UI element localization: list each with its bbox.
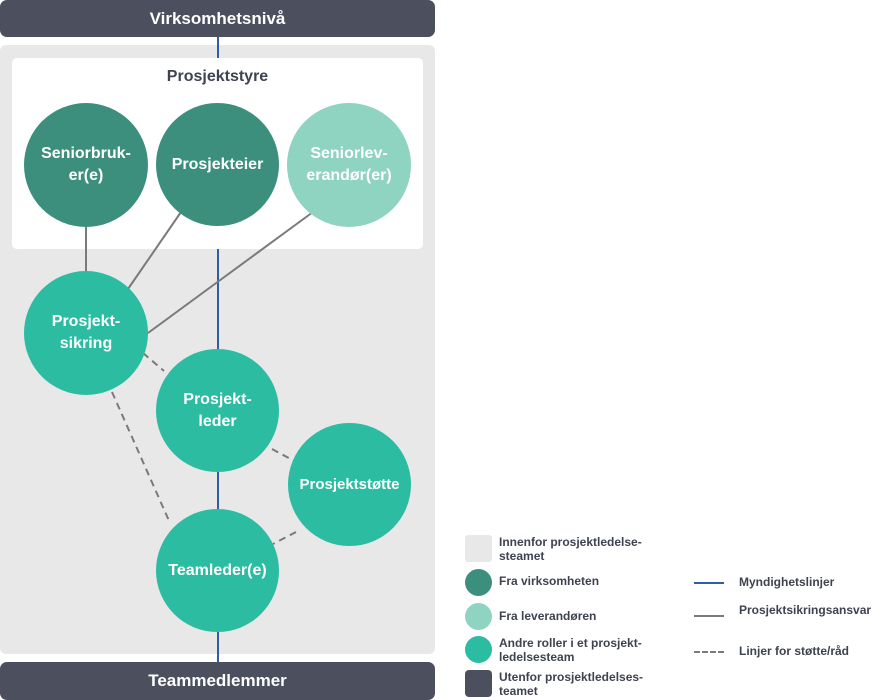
role-prosjektleder: Prosjekt- leder [156,349,279,472]
legend-item-innenfor: Innenfor prosjektledelse- steamet [465,535,642,563]
legend-label-innenfor: Innenfor prosjektledelse- steamet [499,535,642,563]
role-prosjekteier: Prosjekteier [156,103,279,226]
role-teamleder: Teamleder(e) [156,509,279,632]
support-line-sikring-to-leder [142,352,165,372]
legend-label-utenfor: Utenfor prosjektledelses- teamet [499,670,644,698]
legend-label-andre-roller: Andre roller i et prosjekt- ledelsesteam [499,636,642,664]
legend-swatch-leverandoren [465,603,492,630]
legend-line-stotte [694,651,724,653]
legend-line-myndighet [694,582,724,584]
legend-label-stotte-rad: Linjer for støtte/råd [739,644,850,658]
project-board-title: Prosjektstyre [166,68,269,85]
legend-label-leverandoren: Fra leverandøren [499,609,597,623]
business-level-bar: Virksomhetsnivå [0,0,435,37]
legend-swatch-innenfor [465,535,492,562]
legend-label-myndighetslinjer: Myndighetslinjer [739,575,835,589]
legend-label-virksomheten: Fra virksomheten [499,574,600,588]
role-prosjektstotte: Prosjektstøtte [288,423,411,546]
legend-item-andre-roller: Andre roller i et prosjekt- ledelsesteam [465,636,642,664]
legend-item-utenfor: Utenfor prosjektledelses- teamet [465,670,643,698]
legend-item-virksomheten: Fra virksomheten [465,569,599,596]
role-seniorleverandor: Seniorlev- erandør(er) [287,103,411,227]
legend-swatch-andre-roller [465,636,492,663]
legend-swatch-utenfor [465,670,492,697]
assurance-line-prosjekteier [127,211,182,290]
legend-swatch-virksomheten [465,569,492,596]
legend-label-prosjektsikringsansvar: Prosjektsikringsansvar [739,603,872,617]
legend-item-leverandoren: Fra leverandøren [465,603,596,630]
role-seniorbruker: Seniorbruk- er(e) [24,103,148,227]
role-prosjektsikring: Prosjekt- sikring [24,271,148,395]
team-members-bar: Teammedlemmer [0,662,435,700]
assurance-line-seniorleverandor [147,211,314,334]
support-line-stotte-to-teamleder [272,531,297,545]
legend-line-prosjektsikring [694,615,724,617]
